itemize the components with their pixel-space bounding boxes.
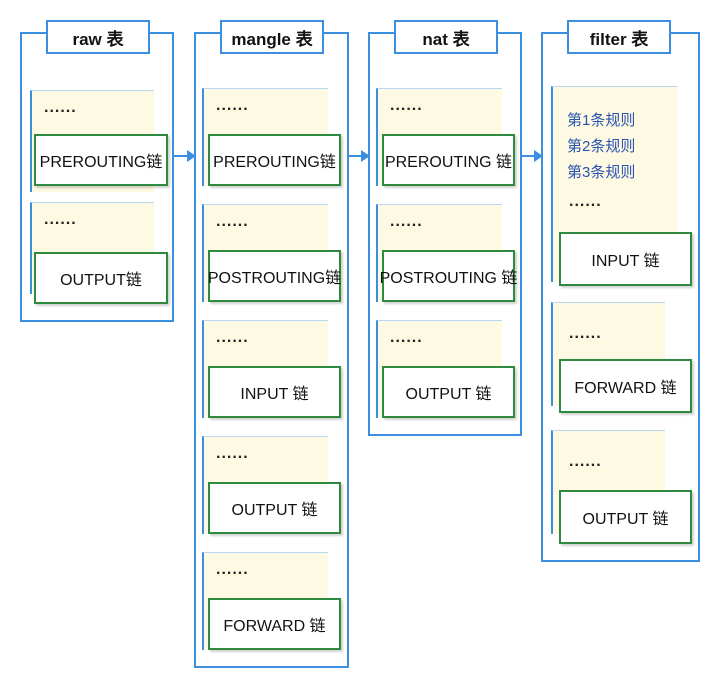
mangle-postrouting-chain: POSTROUTING链 [208,250,341,302]
mangle-prerouting-chain: PREROUTING链 [208,134,341,186]
nat-table: nat 表 ...... PREROUTING 链 ...... POSTROU… [368,20,522,436]
arrow-nat-to-filter [522,150,543,162]
filter-rule-3: 第3条规则 [567,164,636,181]
raw-table-title: raw 表 [46,20,150,54]
raw-output-chain: OUTPUT链 [34,252,168,304]
mangle-output-chain: OUTPUT 链 [208,482,341,534]
rule-ellipsis: ...... [569,325,602,342]
nat-table-title: nat 表 [394,20,498,54]
rule-ellipsis: ...... [390,213,423,230]
rule-ellipsis: ...... [569,453,602,470]
nat-prerouting-chain: PREROUTING 链 [382,134,515,186]
filter-table-title: filter 表 [567,20,671,54]
rule-ellipsis: ...... [216,97,249,114]
rule-ellipsis: ...... [216,561,249,578]
mangle-forward-chain: FORWARD 链 [208,598,341,650]
mangle-table: mangle 表 ...... PREROUTING链 ...... POSTR… [194,20,349,668]
filter-output-chain: OUTPUT 链 [559,490,692,544]
rule-ellipsis: ...... [390,329,423,346]
rule-ellipsis: ...... [216,213,249,230]
arrow-mangle-to-nat [349,150,370,162]
nat-output-chain: OUTPUT 链 [382,366,515,418]
raw-table: raw 表 ...... PREROUTING链 ...... OUTPUT链 [20,20,174,322]
rule-ellipsis: ...... [216,329,249,346]
raw-prerouting-chain: PREROUTING链 [34,134,168,186]
mangle-input-chain: INPUT 链 [208,366,341,418]
rule-ellipsis: ...... [44,211,77,228]
rule-ellipsis: ...... [216,445,249,462]
arrow-raw-to-mangle [174,150,196,162]
rule-ellipsis: ...... [390,97,423,114]
nat-postrouting-chain: POSTROUTING 链 [380,250,517,302]
filter-rule-2: 第2条规则 [567,138,636,155]
rule-ellipsis: ...... [44,99,77,116]
rule-ellipsis: ...... [569,193,602,210]
filter-rule-1: 第1条规则 [567,112,636,129]
filter-input-chain: INPUT 链 [559,232,692,286]
filter-table: filter 表 第1条规则 第2条规则 第3条规则 ...... INPUT … [541,20,700,562]
mangle-table-title: mangle 表 [220,20,324,54]
filter-forward-chain: FORWARD 链 [559,359,692,413]
